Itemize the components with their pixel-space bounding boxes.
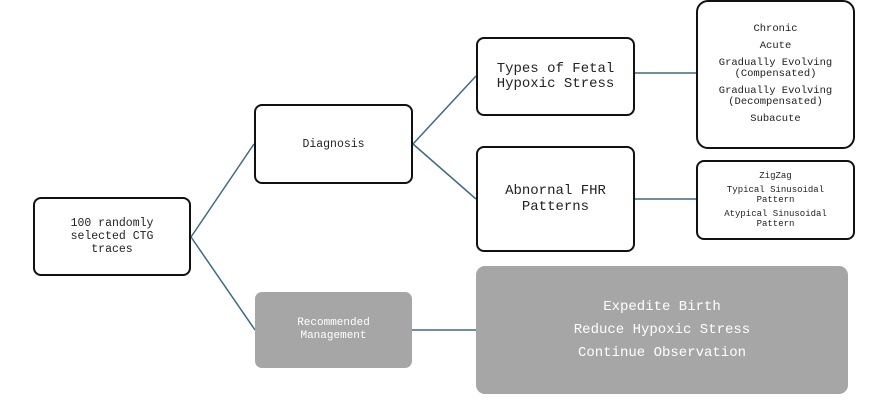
root-node: 100 randomly selected CTG traces — [33, 197, 191, 276]
hypoxic-stress-types-node: Types of Fetal Hypoxic Stress — [476, 37, 635, 116]
connector-diagnosis-to-abnormal — [412, 143, 477, 200]
pattern-typical-sinusoidal: Typical Sinusoidal Pattern — [726, 185, 825, 205]
stress-type-gradual-compensated: Gradually Evolving (Compensated) — [718, 57, 833, 80]
action-reduce-hypoxic-stress: Reduce Hypoxic Stress — [573, 321, 751, 338]
management-actions-box: Expedite Birth Reduce Hypoxic Stress Con… — [476, 266, 848, 394]
action-continue-observation: Continue Observation — [577, 344, 747, 361]
stress-type-subacute: Subacute — [750, 113, 801, 125]
hypoxic-stress-types-list: Chronic Acute Gradually Evolving (Compen… — [696, 0, 855, 149]
fhr-patterns-list: ZigZag Typical Sinusoidal Pattern Atypic… — [696, 160, 855, 240]
recommended-management-node: Recommended Management — [255, 292, 412, 368]
action-expedite-birth: Expedite Birth — [603, 298, 721, 315]
pattern-atypical-sinusoidal: Atypical Sinusoidal Pattern — [724, 209, 827, 229]
diagnosis-node: Diagnosis — [254, 104, 413, 184]
connector-root-to-diagnosis — [190, 143, 255, 238]
pattern-zigzag: ZigZag — [759, 171, 792, 181]
abnormal-fhr-patterns-node: Abnornal FHR Patterns — [476, 146, 635, 252]
connector-diagnosis-to-types — [412, 75, 477, 145]
connector-root-to-management — [190, 236, 256, 331]
stress-type-chronic: Chronic — [753, 23, 798, 35]
stress-type-gradual-decompensated: Gradually Evolving (Decompensated) — [718, 85, 833, 108]
stress-type-acute: Acute — [759, 40, 792, 52]
